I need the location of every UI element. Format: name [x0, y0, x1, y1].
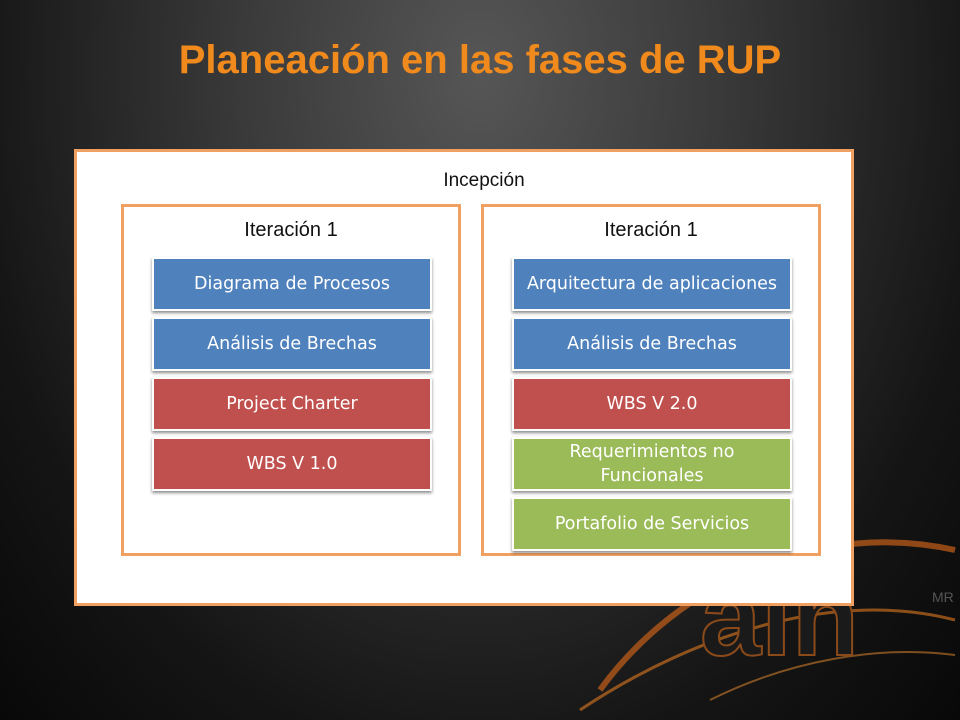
task-portafolio-de-servicios: Portafolio de Servicios — [512, 497, 792, 551]
slide-title: Planeación en las fases de RUP — [178, 38, 782, 82]
iteration-box-1: Iteración 1 Diagrama de Procesos Análisi… — [121, 204, 461, 556]
iteration-label: Iteración 1 — [244, 219, 338, 241]
iteration-label: Iteración 1 — [604, 219, 698, 241]
task-requerimientos-no-funcionales: Requerimientos no Funcionales — [512, 437, 792, 491]
task-diagrama-de-procesos: Diagrama de Procesos — [152, 257, 432, 311]
task-analisis-de-brechas: Análisis de Brechas — [512, 317, 792, 371]
task-arquitectura-de-aplicaciones: Arquitectura de aplicaciones — [512, 257, 792, 311]
task-wbs-v1: WBS V 1.0 — [152, 437, 432, 491]
phase-container-incepcion: Incepción Iteración 1 Diagrama de Proces… — [74, 149, 854, 606]
phase-label: Incepción — [443, 170, 525, 191]
logo-mark: MR — [932, 589, 954, 605]
task-wbs-v2: WBS V 2.0 — [512, 377, 792, 431]
task-project-charter: Project Charter — [152, 377, 432, 431]
task-analisis-de-brechas: Análisis de Brechas — [152, 317, 432, 371]
iteration-box-2: Iteración 1 Arquitectura de aplicaciones… — [481, 204, 821, 556]
